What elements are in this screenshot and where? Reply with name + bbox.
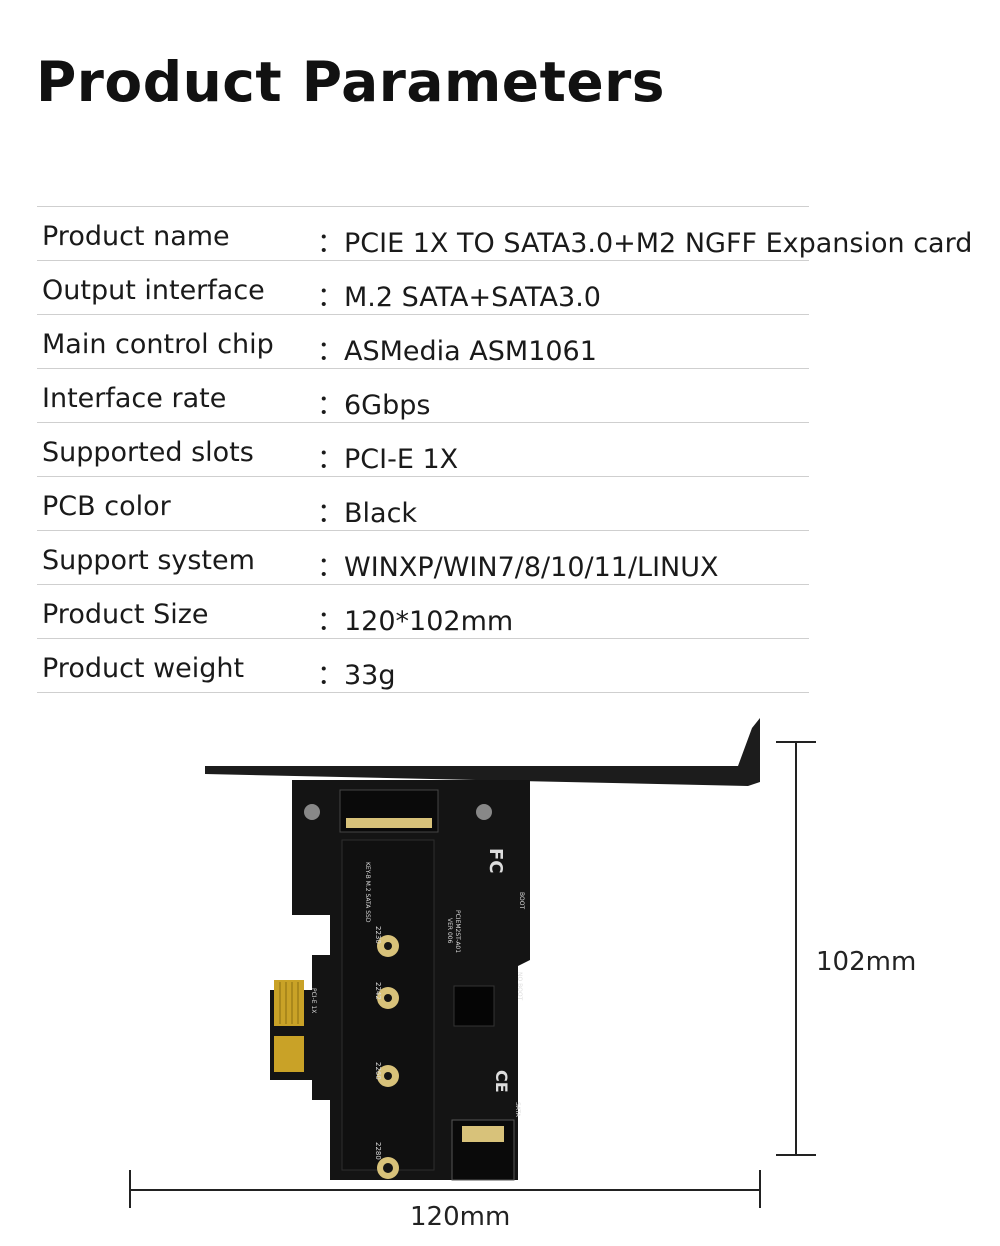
- param-label: Product weight: [42, 653, 245, 684]
- param-row-product-size: Product Size ：120*102mm: [37, 584, 809, 638]
- param-value-text: Black: [344, 498, 418, 529]
- param-value-text: ASMedia ASM1061: [344, 336, 597, 367]
- param-colon: ：: [317, 660, 344, 691]
- param-row-product-name: Product name ：PCIE 1X TO SATA3.0+M2 NGFF…: [37, 206, 972, 260]
- param-value: ：120*102mm: [317, 599, 513, 638]
- param-label: PCB color: [42, 491, 171, 522]
- slot-size-label: 2260: [374, 1062, 382, 1080]
- no-boot-silk-label: NO BOOT: [516, 972, 523, 1001]
- param-colon: ：: [317, 282, 344, 313]
- sata-port: [451, 1119, 515, 1181]
- param-value-text: 120*102mm: [344, 606, 514, 637]
- param-value: ：ASMedia ASM1061: [317, 329, 597, 368]
- height-label: 102mm: [816, 947, 916, 977]
- pcie-gold-fingers: [274, 980, 304, 1072]
- sata-silk-label: SATA: [514, 1102, 521, 1118]
- page-title: Product Parameters: [36, 50, 666, 114]
- screw: [476, 804, 492, 820]
- slot-size-label: 2280: [374, 1142, 382, 1160]
- width-dimension: 120mm: [129, 1170, 761, 1232]
- param-value: ：33g: [317, 653, 396, 692]
- param-colon: ：: [317, 390, 344, 421]
- product-diagram: 2230 2242 2260 2280 KEY-B M.2 SATA SSD P…: [129, 718, 916, 1232]
- param-row-output-interface: Output interface ：M.2 SATA+SATA3.0: [37, 260, 809, 314]
- ce-mark: CE: [492, 1070, 511, 1093]
- param-label: Main control chip: [42, 329, 274, 360]
- param-value: ：6Gbps: [317, 383, 430, 422]
- param-row-product-weight: Product weight ：33g: [37, 638, 809, 693]
- width-label: 120mm: [410, 1202, 510, 1232]
- fcc-mark: FC: [485, 848, 506, 874]
- param-colon: ：: [317, 606, 344, 637]
- height-dimension: 102mm: [776, 741, 916, 1156]
- param-row-support-system: Support system ：WINXP/WIN7/8/10/11/LINUX: [37, 530, 809, 584]
- screw: [304, 804, 320, 820]
- param-colon: ：: [317, 228, 344, 259]
- metal-bracket: [205, 718, 760, 786]
- parameter-table: Product name ：PCIE 1X TO SATA3.0+M2 NGFF…: [37, 206, 972, 693]
- param-label: Support system: [42, 545, 255, 576]
- param-row-main-control-chip: Main control chip ：ASMedia ASM1061: [37, 314, 809, 368]
- param-label: Interface rate: [42, 383, 227, 414]
- param-colon: ：: [317, 336, 344, 367]
- param-label: Supported slots: [42, 437, 254, 468]
- param-value-text: PCI-E 1X: [344, 444, 459, 475]
- param-value: ：PCI-E 1X: [317, 437, 458, 476]
- param-value-text: PCIE 1X TO SATA3.0+M2 NGFF Expansion car…: [344, 228, 973, 259]
- param-row-pcb-color: PCB color ：Black: [37, 476, 809, 530]
- slot-size-label: 2230: [374, 926, 382, 944]
- version-silk-label: VER 006: [446, 918, 453, 944]
- pcb-board: 2230 2242 2260 2280 KEY-B M.2 SATA SSD P…: [270, 780, 530, 1181]
- param-label: Product Size: [42, 599, 209, 630]
- param-row-interface-rate: Interface rate ：6Gbps: [37, 368, 809, 422]
- param-label: Product name: [42, 221, 230, 252]
- param-value: ：PCIE 1X TO SATA3.0+M2 NGFF Expansion ca…: [317, 221, 972, 260]
- m2-mount-holes: [377, 935, 399, 1179]
- param-value-text: 6Gbps: [344, 390, 431, 421]
- m2-silk-label: KEY-B M.2 SATA SSD: [364, 862, 371, 923]
- control-chip: [453, 985, 495, 1027]
- param-value-text: 33g: [344, 660, 396, 691]
- pcie-silk-label: PCI-E 1X: [310, 988, 317, 1013]
- boot-silk-label: BOOT: [518, 892, 525, 909]
- param-row-supported-slots: Supported slots ：PCI-E 1X: [37, 422, 809, 476]
- param-value: ：Black: [317, 491, 417, 530]
- param-value-text: M.2 SATA+SATA3.0: [344, 282, 601, 313]
- model-silk-label: PCIEM2ST-A01: [454, 910, 461, 953]
- param-colon: ：: [317, 444, 344, 475]
- param-value: ：M.2 SATA+SATA3.0: [317, 275, 601, 314]
- slot-size-label: 2242: [374, 982, 382, 1000]
- param-label: Output interface: [42, 275, 265, 306]
- param-value-text: WINXP/WIN7/8/10/11/LINUX: [344, 552, 719, 583]
- param-colon: ：: [317, 552, 344, 583]
- param-value: ：WINXP/WIN7/8/10/11/LINUX: [317, 545, 719, 584]
- param-colon: ：: [317, 498, 344, 529]
